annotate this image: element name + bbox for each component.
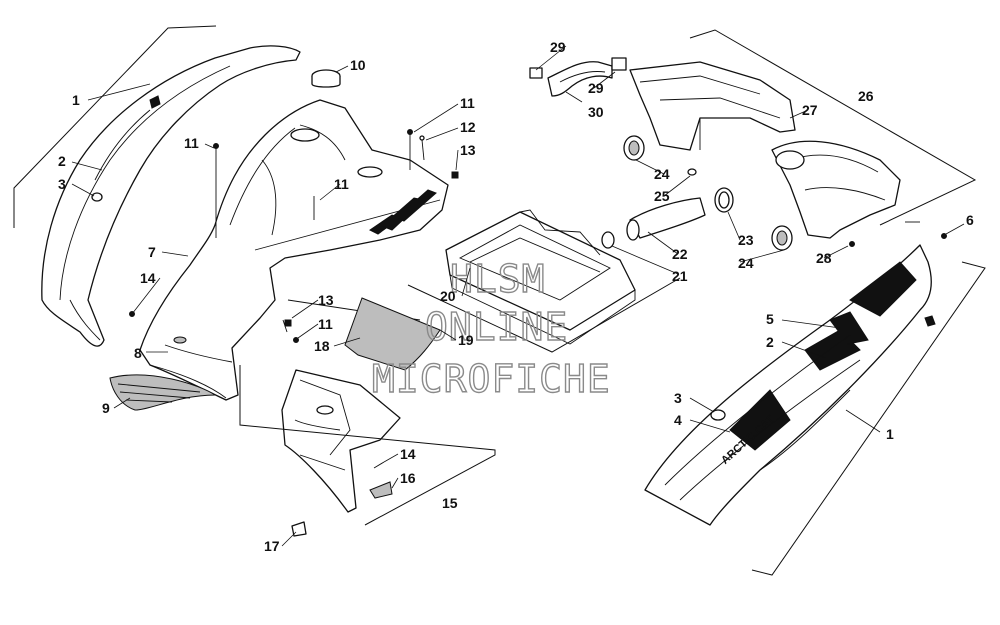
callout-11-a: 11 [184, 135, 199, 151]
callout-5: 5 [766, 311, 774, 327]
shield-18 [344, 297, 441, 371]
clip-16 [369, 481, 393, 499]
hood-nose [139, 99, 449, 401]
callout-6: 6 [966, 212, 974, 228]
airbox [445, 209, 636, 345]
callout-3-right: 3 [674, 390, 682, 406]
bracket-26 [689, 29, 977, 226]
callout-1-left: 1 [72, 92, 80, 108]
screws-hood [129, 129, 459, 343]
leader-lines [71, 45, 965, 547]
belly-pan [281, 369, 401, 513]
air-duct-lower [771, 140, 901, 239]
grille-screen [109, 374, 217, 411]
callout-18: 18 [314, 338, 330, 354]
bracket-1-right [751, 261, 986, 576]
callout-16: 16 [400, 470, 416, 486]
watermark-line2: ONLINE [425, 305, 568, 349]
callout-23: 23 [738, 232, 754, 248]
callout-11-c: 11 [334, 176, 349, 192]
screw-28 [849, 241, 855, 247]
callout-7: 7 [148, 244, 156, 260]
callout-20: 20 [440, 288, 456, 304]
callout-2-right: 2 [766, 334, 774, 350]
bracket-15 [239, 365, 496, 526]
callout-21: 21 [672, 268, 688, 284]
callout-19: 19 [458, 332, 474, 348]
callout-29-b: 29 [588, 80, 604, 96]
callout-30: 30 [588, 104, 604, 120]
cap-10 [311, 69, 341, 88]
bracket-20 [407, 277, 681, 353]
callout-17: 17 [264, 538, 280, 554]
callout-24-a: 24 [654, 166, 670, 182]
callout-11-b: 11 [460, 95, 475, 111]
callout-3-left: 3 [58, 176, 66, 192]
callout-12: 12 [460, 119, 476, 135]
callout-13-b: 13 [318, 292, 334, 308]
bracket-1-left [13, 25, 217, 228]
callout-25: 25 [654, 188, 670, 204]
callout-28: 28 [816, 250, 832, 266]
callout-15: 15 [442, 495, 458, 511]
watermark-line3: MICROFICHE [372, 357, 611, 401]
callout-22: 22 [672, 246, 688, 262]
callout-numbers: 1 2 3 7 8 9 10 11 11 11 11 12 13 13 14 1… [58, 39, 974, 554]
callout-13-a: 13 [460, 142, 476, 158]
right-side-panel [644, 244, 936, 526]
callout-2-left: 2 [58, 153, 66, 169]
callout-26: 26 [858, 88, 874, 104]
callout-8: 8 [134, 345, 142, 361]
callout-14-a: 14 [140, 270, 156, 286]
callout-11-d: 11 [318, 316, 333, 332]
callout-24-b: 24 [738, 255, 754, 271]
callout-1-right: 1 [886, 426, 894, 442]
callout-27: 27 [802, 102, 818, 118]
hose-29-30 [529, 57, 627, 97]
intake-parts [601, 135, 793, 251]
watermark: HLSM ONLINE MICROFICHE [371, 256, 611, 401]
air-duct-27 [629, 61, 796, 151]
callout-4: 4 [674, 412, 682, 428]
callout-9: 9 [102, 400, 110, 416]
callout-29-a: 29 [550, 39, 566, 55]
watermark-line1: HLSM [450, 257, 546, 301]
callout-14-b: 14 [400, 446, 416, 462]
screw-14 [373, 461, 385, 469]
callout-10: 10 [350, 57, 366, 73]
